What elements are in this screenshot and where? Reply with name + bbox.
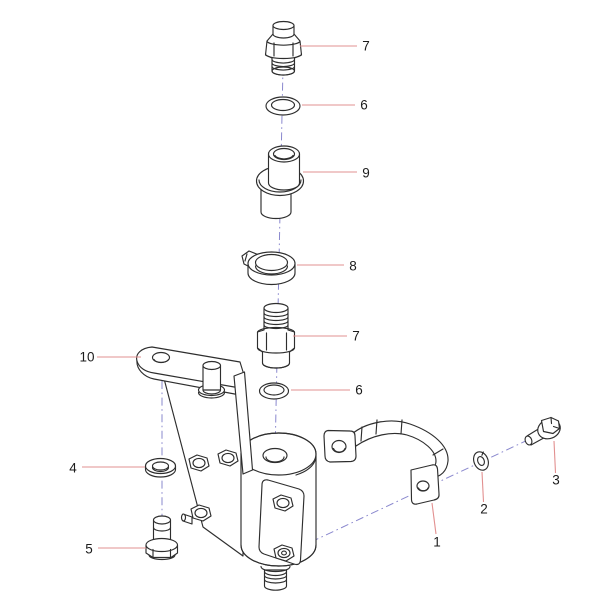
part-flat-washer: [144, 457, 177, 478]
callout-1: 1: [433, 535, 441, 550]
part-sealing-ring-lower: [258, 382, 290, 400]
part-strap-clamp: [323, 419, 449, 505]
strap-tab-lower: [410, 464, 440, 505]
leader-3: [553, 440, 557, 474]
callout-7-lower: 7: [352, 329, 360, 344]
hex-bolt-head: [272, 494, 294, 512]
part-fitting-upper: [264, 20, 303, 76]
hex-nut: [273, 544, 295, 562]
part-front-plate: [258, 479, 305, 566]
leader-1: [431, 502, 437, 535]
callout-9: 9: [362, 166, 370, 181]
part-sealing-ring-upper: [265, 96, 301, 116]
callout-labels: 1 2 3 4 5 6 6 7 7 8 9 10: [69, 39, 560, 557]
callout-4: 4: [69, 461, 77, 476]
part-bracket: [136, 346, 254, 475]
callout-6-upper: 6: [360, 98, 368, 113]
callout-3: 3: [552, 473, 560, 488]
part-clamp-ring: [241, 250, 296, 286]
callout-10: 10: [79, 350, 94, 365]
callout-6-lower: 6: [355, 383, 363, 398]
part-drain-plug: [260, 565, 291, 591]
leader-2: [481, 471, 485, 503]
hex-bolt-head: [188, 454, 210, 472]
part-flange-bolt: [145, 515, 179, 561]
callout-5: 5: [85, 542, 93, 557]
part-hex-bolt: [524, 416, 561, 446]
bracket-web: [233, 371, 254, 475]
plate-bolts: [180, 449, 295, 562]
part-valve-connector: [255, 145, 305, 220]
parts: [136, 20, 561, 591]
part-lock-washer: [473, 451, 489, 471]
hex-bolt-head: [217, 449, 239, 467]
leader-lines: [82, 45, 557, 549]
part-fitting-lower: [256, 302, 296, 369]
callout-8: 8: [349, 259, 357, 274]
callout-2: 2: [480, 502, 488, 517]
hex-bolt-head: [180, 504, 212, 525]
strap-tab-upper: [323, 429, 357, 463]
callout-7-upper: 7: [362, 39, 370, 54]
